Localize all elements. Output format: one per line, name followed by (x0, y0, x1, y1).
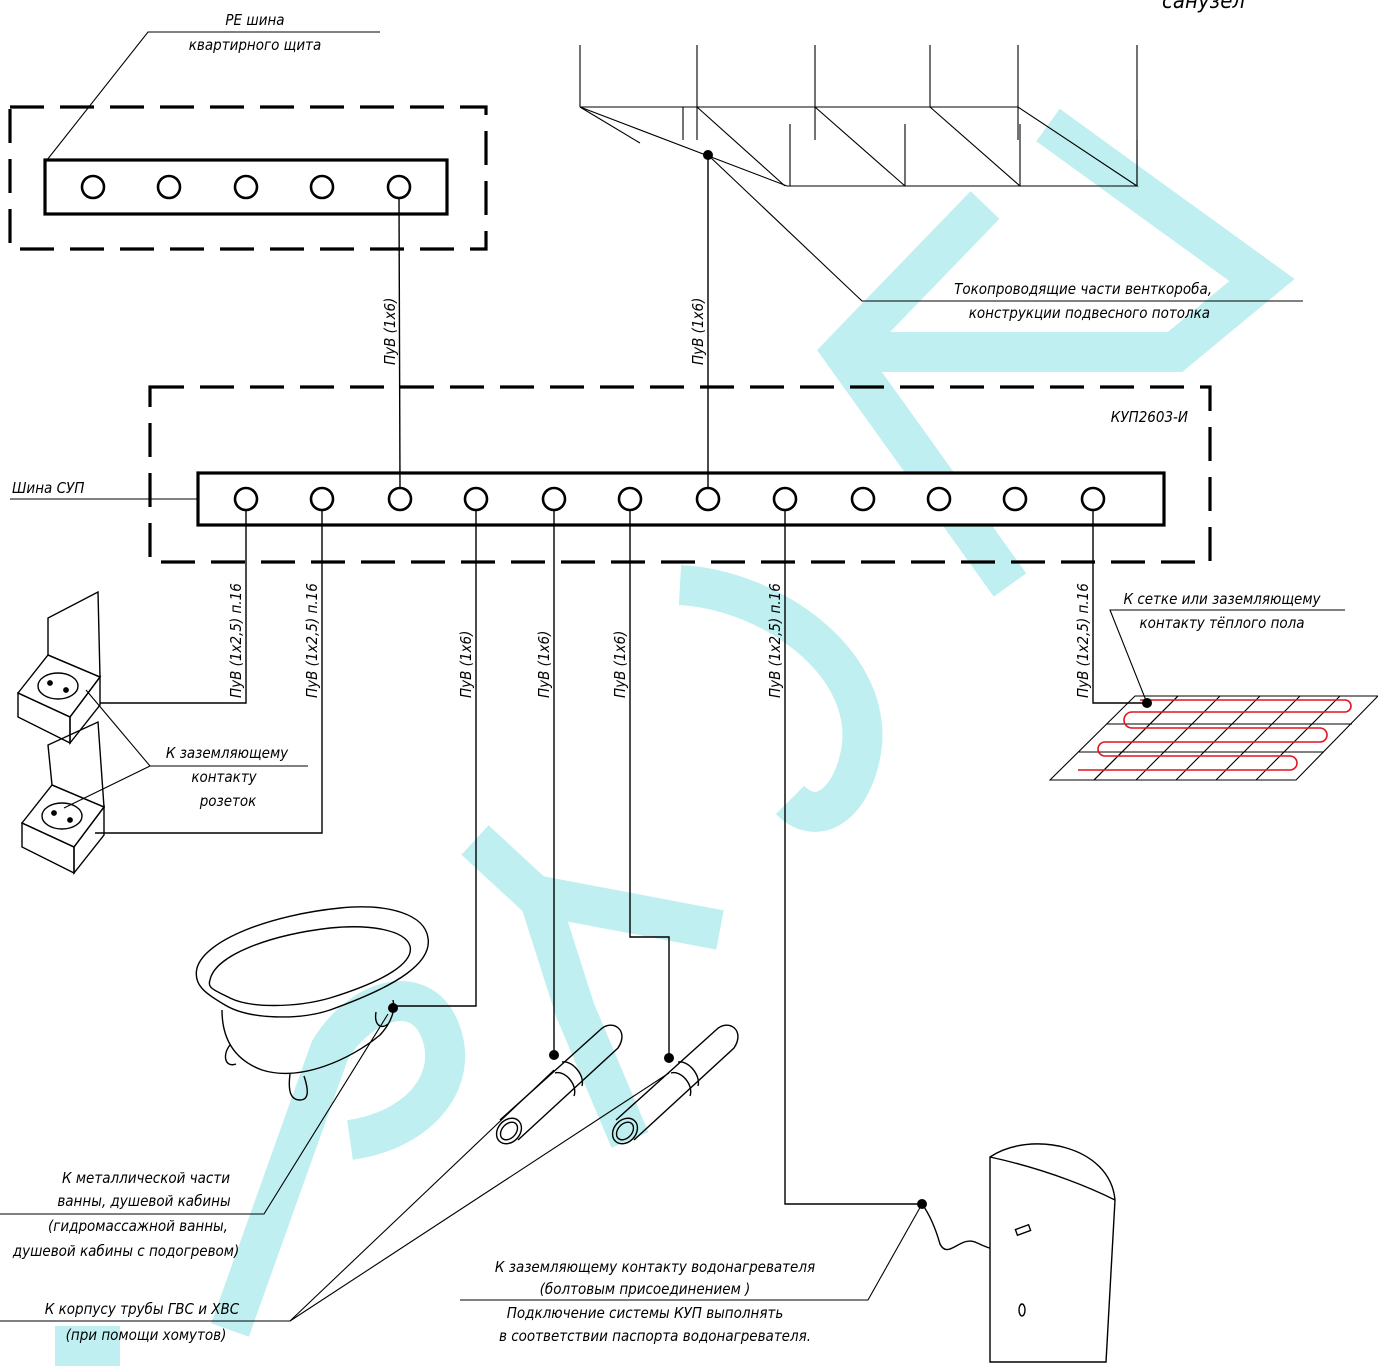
bath-label-2: ванны, душевой кабины (57, 1192, 231, 1210)
heater-label: К заземляющему контакту водонагревателя (495, 1258, 815, 1276)
floor-label: К сетке или заземляющему (1123, 590, 1321, 608)
wire-label-pipe-2: ПуВ (1х6) (611, 631, 629, 698)
wire-label-socket-2: ПуВ (1х2,5) п.16 (303, 583, 321, 698)
heater-label-4: в соответствии паспорта водонагревателя. (499, 1327, 811, 1345)
floor-label-2: контакту тёплого пола (1139, 614, 1304, 632)
wire-label-socket-1: ПуВ (1х2,5) п.16 (227, 583, 245, 698)
heater-label-2: (болтовым присоединением ) (540, 1280, 751, 1298)
socket-label-2: контакту (191, 768, 257, 786)
bath-label-3: (гидромассажной ванны, (48, 1217, 228, 1235)
socket-label-3: розеток (199, 792, 257, 810)
wire-label-bath: ПуВ (1х6) (457, 631, 475, 698)
socket-label: К заземляющему (166, 744, 289, 762)
ceiling-label: Токопроводящие части венткороба, (954, 280, 1212, 298)
bathtub-icon (195, 906, 429, 1101)
socket-icon (16, 590, 102, 746)
pe-bus-label-2: квартирного щита (189, 36, 321, 54)
ceiling-label-2: конструкции подвесного потолка (969, 304, 1210, 322)
pipe-label-2: (при помощи хомутов) (66, 1326, 227, 1344)
water-heater-icon (921, 1143, 1116, 1363)
pipe-icon (495, 1024, 623, 1145)
sample-watermark-icon (55, 108, 1295, 1366)
pe-bus-panel (8, 105, 488, 251)
wire-label-heater: ПуВ (1х2,5) п.16 (766, 583, 784, 698)
section-title: санузел (1162, 0, 1245, 14)
bus-label: Шина СУП (12, 479, 84, 497)
heater-label-3: Подключение системы КУП выполнять (507, 1304, 784, 1322)
pe-bus-label: PE шина (225, 11, 284, 29)
wire-label-pe: ПуВ (1х6) (381, 298, 399, 365)
wire-label-ceiling: ПуВ (1х6) (689, 298, 707, 365)
wire-label-pipe-1: ПуВ (1х6) (535, 631, 553, 698)
wire-label-floor: ПуВ (1х2,5) п.16 (1074, 583, 1092, 698)
heated-floor-icon (1048, 695, 1378, 781)
kup-box (148, 385, 1212, 564)
socket-icon (20, 720, 106, 876)
wires (95, 155, 1147, 1205)
box-label: КУП2603-И (1111, 408, 1188, 426)
pipe-icon (611, 1024, 739, 1145)
pipe-label: К корпусу трубы ГВС и ХВС (45, 1300, 240, 1318)
bath-label: К металлической части (62, 1169, 230, 1187)
ceiling-grid (579, 45, 1139, 187)
bath-label-4: душевой кабины с подогревом) (12, 1242, 240, 1260)
